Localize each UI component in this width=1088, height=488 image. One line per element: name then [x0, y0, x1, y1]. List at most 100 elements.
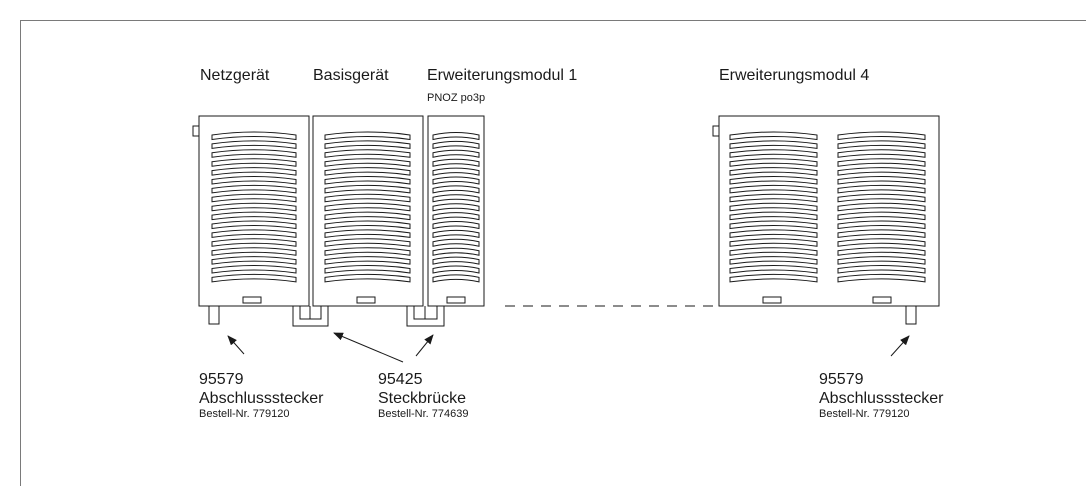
vent-slat	[837, 193, 926, 203]
vent-slat	[837, 131, 926, 141]
vent-slat	[837, 265, 926, 274]
vent-slat	[324, 176, 411, 185]
vent-slat	[837, 176, 926, 185]
vent-slat	[211, 273, 297, 283]
callout-left-order: Bestell-Nr. 779120	[199, 408, 290, 420]
vent-slat	[211, 229, 297, 238]
vent-slat	[729, 149, 818, 158]
vent-slat	[211, 202, 297, 212]
vent-slat	[837, 140, 926, 149]
vent-slat	[211, 265, 297, 274]
vent-slat	[837, 149, 926, 158]
vent-slat	[729, 193, 818, 203]
steckbruecke-connector-1	[292, 306, 329, 327]
vent-slat	[729, 140, 818, 149]
vent-slat	[729, 211, 818, 221]
vent-slat	[324, 149, 411, 158]
vent-slat	[211, 256, 297, 265]
vent-slat	[729, 131, 818, 141]
vent-slat	[837, 211, 926, 221]
vent-slat	[432, 176, 480, 185]
vent-slat	[211, 211, 297, 221]
vent-slat	[432, 132, 480, 141]
vent-slat	[324, 247, 411, 256]
vent-slat	[432, 229, 480, 239]
vent-slat	[432, 221, 480, 230]
vent-slat	[211, 167, 297, 176]
vent-slat	[432, 247, 480, 256]
vent-slat	[324, 265, 411, 274]
vent-slat	[837, 158, 926, 167]
vent-slat	[324, 238, 411, 247]
callout-left-name: Abschlussstecker	[199, 390, 324, 407]
vent-slat	[432, 167, 480, 176]
vent-slat	[837, 247, 926, 256]
vent-slat	[211, 184, 297, 194]
arrow-bridge-2	[415, 334, 434, 357]
callout-middle-order: Bestell-Nr. 774639	[378, 408, 469, 420]
erweiterungsmodul-4-label: Erweiterungsmodul 4	[719, 67, 870, 84]
vent-slat	[432, 194, 480, 203]
vent-slat	[324, 193, 411, 203]
vent-slat	[324, 273, 411, 283]
vent-slat	[324, 140, 411, 149]
vent-slat	[729, 265, 818, 274]
callout-left-number: 95579	[199, 371, 244, 388]
callout-right-name: Abschlussstecker	[819, 390, 944, 407]
arrow-right-terminator	[890, 335, 910, 357]
vent-slat	[324, 202, 411, 212]
vent-slat	[837, 256, 926, 265]
vent-slat	[729, 202, 818, 212]
vent-slat	[211, 238, 297, 247]
vent-slat	[729, 176, 818, 185]
vent-slat	[324, 184, 411, 194]
vent-slat	[324, 256, 411, 265]
vent-slat	[324, 211, 411, 221]
netzgeraet-module	[192, 115, 310, 325]
vent-slat	[729, 167, 818, 176]
vent-slat	[729, 158, 818, 167]
vent-slat	[837, 273, 926, 283]
basisgeraet-label: Basisgerät	[313, 67, 389, 84]
vent-slat	[729, 247, 818, 256]
vent-slat	[432, 265, 480, 274]
vent-slat	[432, 274, 480, 283]
netzgeraet-label: Netzgerät	[200, 67, 270, 84]
callout-right-number: 95579	[819, 371, 864, 388]
vent-slat	[432, 203, 480, 212]
vent-slat	[324, 131, 411, 141]
erweiterungsmodul-4	[712, 115, 940, 325]
erweiterungsmodul-1-vents	[432, 132, 480, 283]
vent-slat	[211, 193, 297, 203]
vent-slat	[211, 140, 297, 149]
vent-slat	[729, 273, 818, 283]
vent-slat	[432, 158, 480, 167]
vent-slat	[729, 220, 818, 230]
vent-slat	[837, 229, 926, 238]
vent-slat	[211, 176, 297, 185]
vent-slat	[729, 184, 818, 194]
erweiterungsmodul-1-label: Erweiterungsmodul 1	[427, 67, 578, 84]
vent-slat	[837, 167, 926, 176]
figure-frame	[20, 20, 1086, 486]
callout-middle-number: 95425	[378, 371, 423, 388]
vent-slat	[324, 220, 411, 230]
steckbruecke-connector-2	[406, 306, 445, 327]
vent-slat	[211, 131, 297, 141]
vent-slat	[432, 238, 480, 247]
arrow-bridge-1	[333, 332, 404, 363]
vent-slat	[432, 256, 480, 265]
erweiterungsmodul-4-vents	[729, 131, 926, 283]
vent-slat	[729, 229, 818, 238]
vent-slat	[837, 238, 926, 247]
vent-slat	[432, 140, 480, 150]
vent-slat	[837, 184, 926, 194]
vent-slat	[211, 247, 297, 256]
vent-slat	[211, 158, 297, 167]
netzgeraet-vents	[211, 131, 297, 283]
vent-slat	[432, 185, 480, 194]
vent-slat	[432, 212, 480, 221]
vent-slat	[837, 220, 926, 230]
vent-slat	[211, 220, 297, 230]
